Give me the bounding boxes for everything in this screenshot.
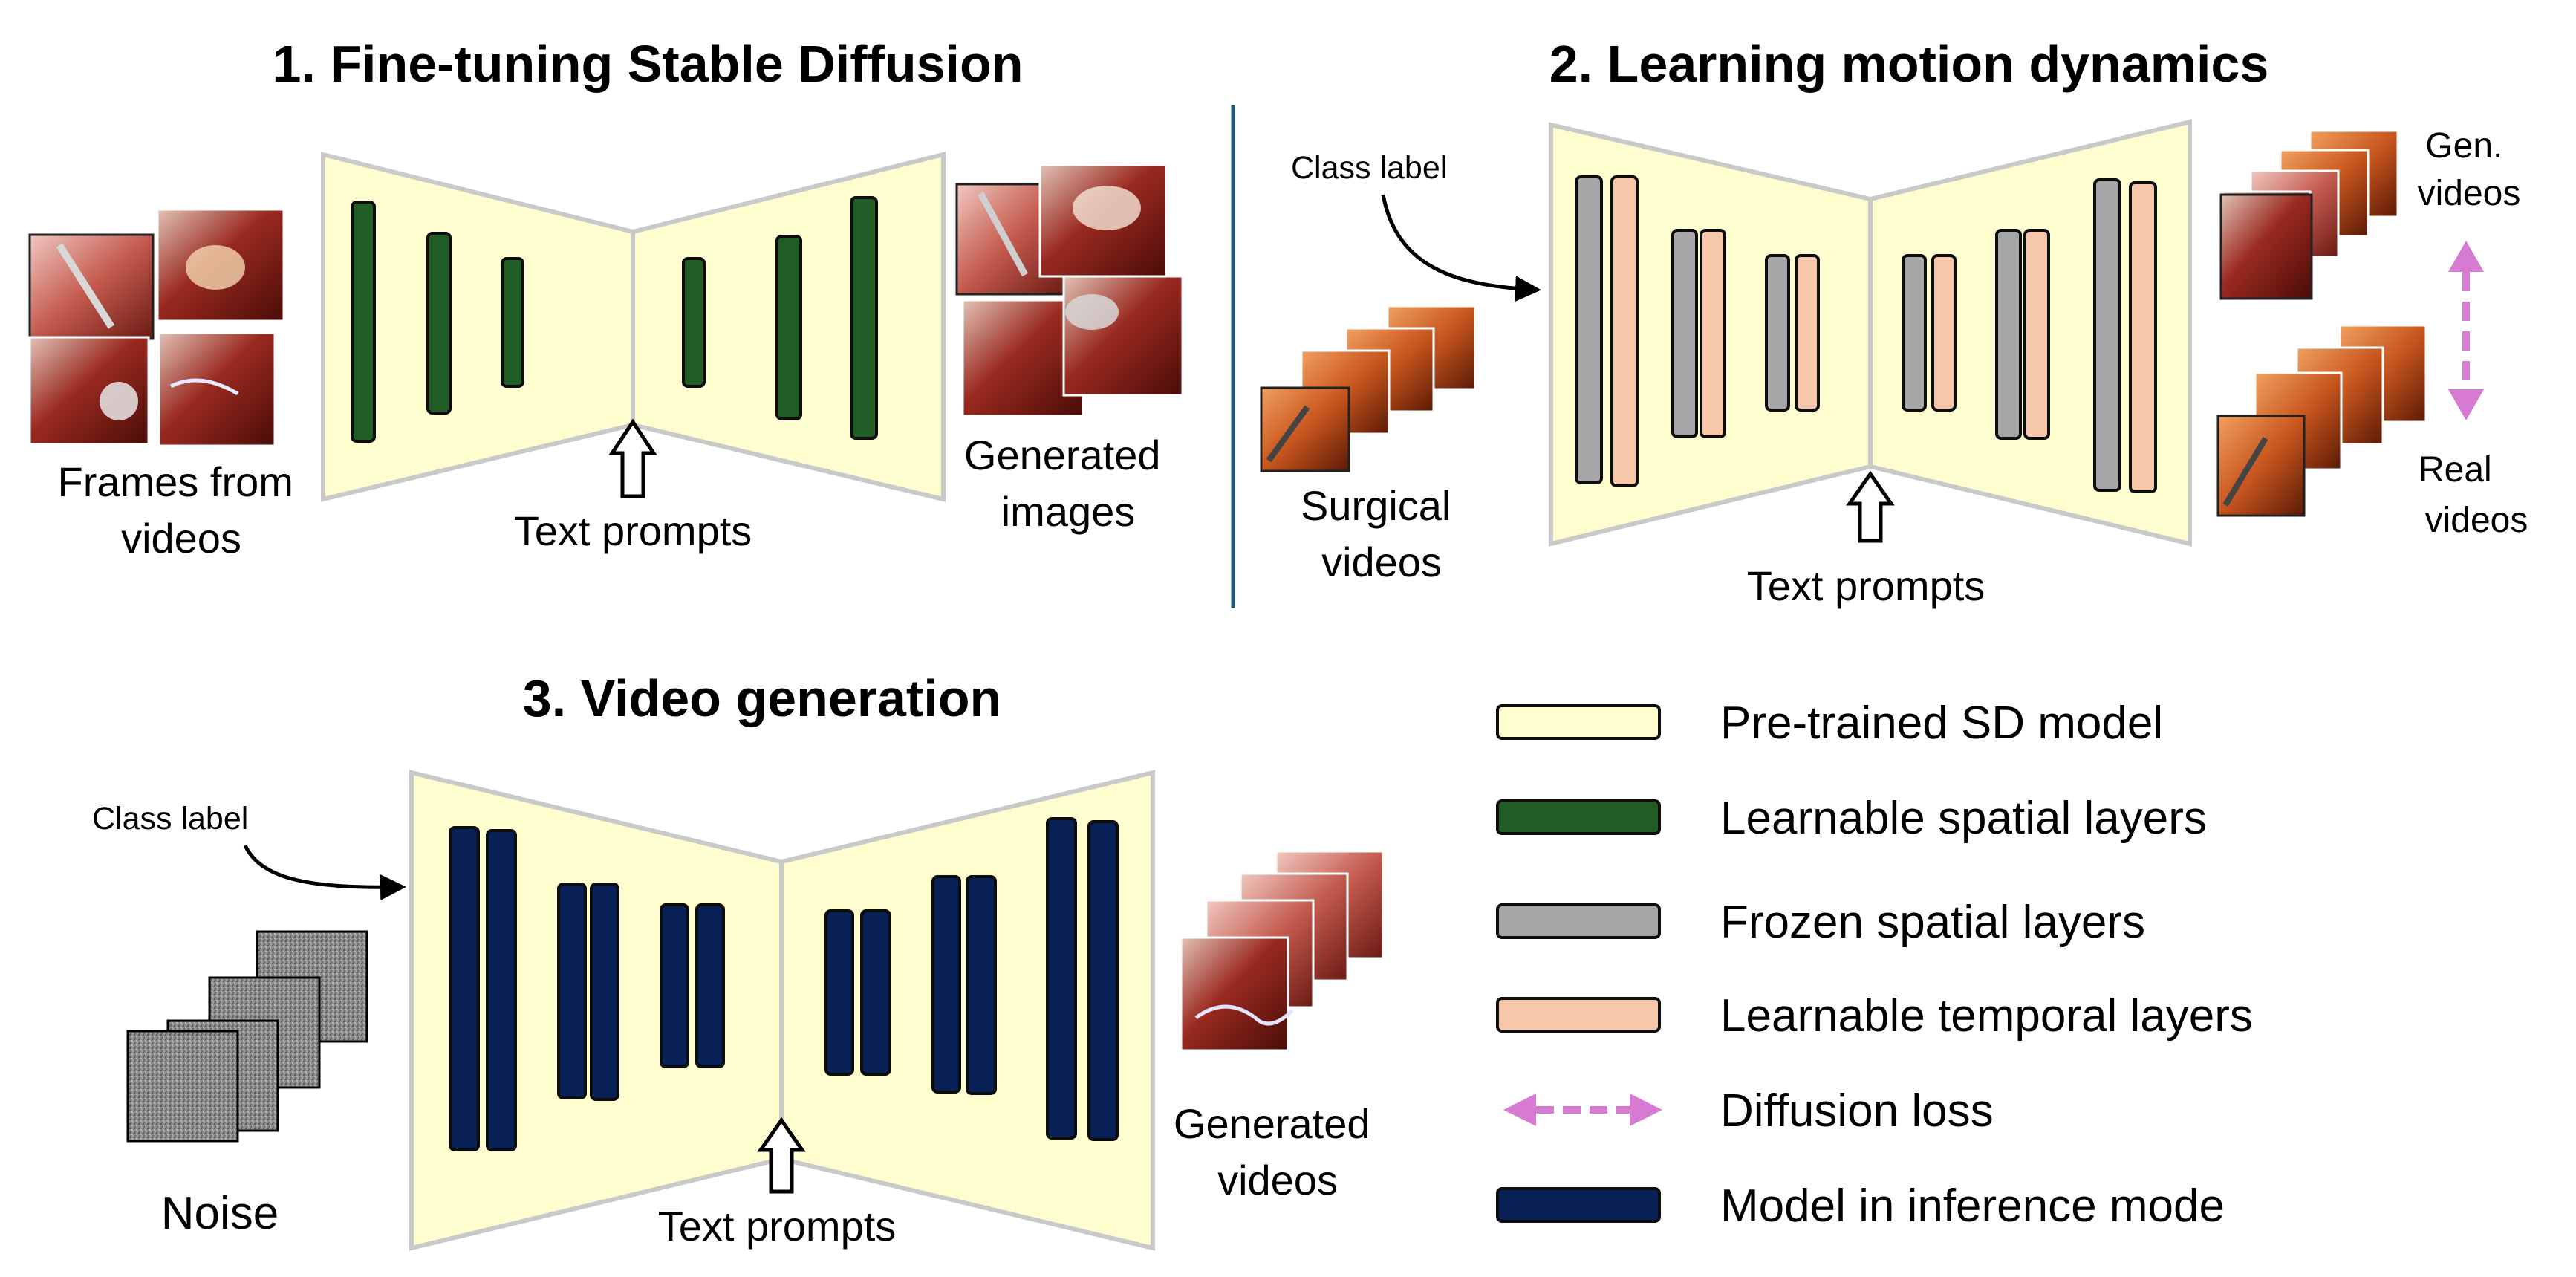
legend-item: Diffusion loss xyxy=(1503,1085,1994,1137)
learnable-spatial-layer xyxy=(426,232,452,415)
inference-layer xyxy=(660,903,689,1068)
generated-image xyxy=(1038,163,1168,278)
legend-swatch xyxy=(1496,704,1661,740)
learnable-spatial-layer xyxy=(850,196,878,440)
legend-label: Learnable temporal layers xyxy=(1720,990,2253,1042)
generated-images xyxy=(955,163,1184,417)
learnable-spatial-layer xyxy=(501,257,524,388)
unet-inference xyxy=(409,770,1155,1251)
section-finetune: 1. Fine-tuning Stable Diffusion Frames f… xyxy=(28,35,1184,562)
unet-motion xyxy=(1549,119,2192,547)
inference-layer xyxy=(449,826,480,1151)
frozen-spatial-layer xyxy=(1902,254,1927,412)
frame-image xyxy=(157,331,276,447)
legend-label: Frozen spatial layers xyxy=(1720,897,2145,948)
hollow-up-arrow-icon xyxy=(757,1117,806,1194)
legend-label: Pre-trained SD model xyxy=(1720,698,2163,749)
learnable-temporal-layer xyxy=(1931,254,1957,412)
learnable-temporal-layer xyxy=(1610,175,1639,487)
instrument-mark xyxy=(1266,405,1310,463)
legend-swatch xyxy=(1496,903,1661,939)
section-motion-title: 2. Learning motion dynamics xyxy=(1549,35,2269,93)
frame-image xyxy=(156,208,285,322)
inference-layer xyxy=(860,909,891,1076)
noise-stack xyxy=(126,930,368,1143)
section-generation: 3. Video generation Class label Noise xyxy=(92,669,1385,1251)
section-generation-title: 3. Video generation xyxy=(523,669,1001,727)
legend-swatch xyxy=(1496,799,1661,835)
legend-item: Frozen spatial layers xyxy=(1496,897,2145,948)
section-motion: 2. Learning motion dynamics Class label … xyxy=(1260,35,2528,609)
frozen-spatial-layer xyxy=(1671,229,1698,438)
surgical-videos-stack xyxy=(1260,305,1477,472)
prompt-label: Text prompts xyxy=(1747,562,1985,609)
inference-layer xyxy=(590,883,619,1101)
learnable-temporal-layer xyxy=(1795,254,1820,412)
gen-videos-label: Gen. videos xyxy=(2418,126,2521,213)
hollow-up-arrow-icon xyxy=(608,418,657,498)
dashed-double-arrow-icon xyxy=(1503,1094,1662,1126)
legend-label: Model in inference mode xyxy=(1720,1180,2225,1232)
unet-finetune xyxy=(321,152,946,502)
surgical-videos-label: Surgical videos xyxy=(1301,482,1463,585)
real-videos-stack xyxy=(2216,324,2427,517)
inference-layer xyxy=(931,875,961,1094)
legend-item: Learnable temporal layers xyxy=(1496,990,2253,1042)
noise-frame xyxy=(126,1030,239,1143)
frozen-spatial-layer xyxy=(1575,175,1603,484)
class-label: Class label xyxy=(92,801,248,836)
learnable-spatial-layer xyxy=(682,257,706,388)
video-frame xyxy=(1180,936,1289,1052)
generated-videos-label: Generated videos xyxy=(1174,1100,1382,1203)
inference-layer xyxy=(1046,817,1077,1140)
frozen-spatial-layer xyxy=(1995,229,2022,440)
legend-swatch xyxy=(1496,1187,1661,1223)
video-frame xyxy=(1260,386,1350,472)
gen-videos-stack xyxy=(2219,129,2399,300)
legend-swatch xyxy=(1496,997,1661,1033)
legend-label: Diffusion loss xyxy=(1720,1085,1994,1137)
frame-image xyxy=(28,233,155,340)
prompt-label: Text prompts xyxy=(514,507,752,554)
learnable-temporal-layer xyxy=(2023,229,2050,440)
dashed-double-arrow-icon xyxy=(2448,241,2484,420)
legend-item: Model in inference mode xyxy=(1496,1180,2225,1232)
input-frames-label: Frames from videos xyxy=(58,458,305,562)
hollow-up-arrow-icon xyxy=(1846,470,1895,543)
prompt-label: Text prompts xyxy=(658,1203,897,1250)
learnable-spatial-layer xyxy=(775,235,802,420)
curved-arrow-icon xyxy=(243,844,406,900)
frozen-spatial-layer xyxy=(1765,254,1790,412)
inference-layer xyxy=(695,903,725,1068)
learnable-spatial-layer xyxy=(351,201,376,443)
inference-layer xyxy=(486,829,517,1151)
frame-image xyxy=(28,336,150,446)
generated-videos-stack xyxy=(1180,850,1385,1052)
generated-image xyxy=(1062,275,1184,397)
frozen-spatial-layer xyxy=(2093,178,2121,492)
legend-item: Pre-trained SD model xyxy=(1496,698,2163,749)
inference-layer xyxy=(557,883,587,1099)
legend-label: Learnable spatial layers xyxy=(1720,793,2207,844)
input-frames xyxy=(28,208,285,447)
instrument-mark xyxy=(1194,1004,1294,1026)
class-label: Class label xyxy=(1291,150,1447,186)
video-frame xyxy=(2219,193,2313,300)
section-finetune-title: 1. Fine-tuning Stable Diffusion xyxy=(272,35,1023,93)
curved-arrow-icon xyxy=(1381,194,1541,302)
inference-layer xyxy=(966,875,997,1095)
inference-layer xyxy=(1087,820,1119,1141)
legend-item: Learnable spatial layers xyxy=(1496,793,2207,844)
instrument-mark xyxy=(2222,436,2268,507)
learnable-temporal-layer xyxy=(2129,181,2157,493)
real-videos-label: Real videos xyxy=(2419,450,2528,540)
generated-images-label: Generated images xyxy=(964,432,1172,535)
inference-layer xyxy=(824,909,854,1076)
learnable-temporal-layer xyxy=(1700,229,1726,438)
noise-label: Noise xyxy=(161,1188,279,1239)
